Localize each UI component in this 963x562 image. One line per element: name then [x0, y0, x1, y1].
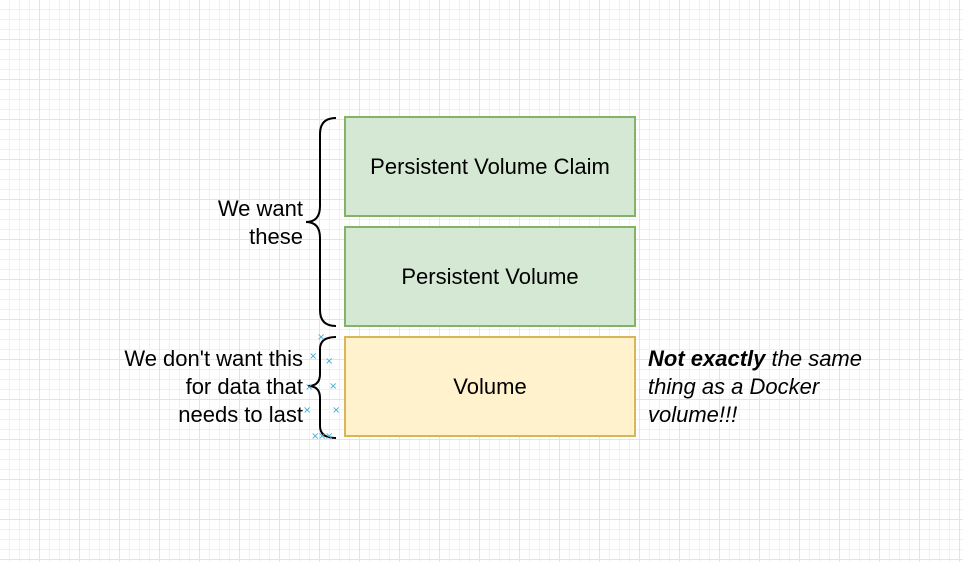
volume-label: Volume	[453, 373, 527, 399]
volume-box[interactable]: Volume	[344, 336, 636, 437]
persistent-volume-claim-label: Persistent Volume Claim	[370, 153, 610, 179]
dont-line-1: We don't want this	[124, 346, 303, 371]
persistent-volume-box[interactable]: Persistent Volume	[344, 226, 636, 327]
selection-handle-icon[interactable]: ×	[305, 382, 314, 393]
docker-volume-note: Not exactly the same thing as a Docker v…	[648, 345, 948, 429]
persistent-volume-label: Persistent Volume	[401, 263, 579, 289]
dont-want-label: We don't want this for data that needs t…	[60, 345, 303, 429]
selection-handle-icon[interactable]: ×	[311, 431, 320, 442]
selection-handle-icon[interactable]: ×	[318, 431, 327, 442]
note-line-1-rest: the same	[765, 346, 863, 371]
dont-line-3: needs to last	[178, 402, 303, 427]
want-brace[interactable]	[300, 112, 340, 332]
selection-handle-icon[interactable]: ×	[309, 351, 318, 362]
persistent-volume-claim-box[interactable]: Persistent Volume Claim	[344, 116, 636, 217]
want-line-1: We want	[217, 196, 303, 221]
selection-handle-icon[interactable]: ×	[325, 356, 334, 367]
selection-handle-icon[interactable]: ×	[329, 381, 338, 392]
note-line-3: volume!!!	[648, 402, 738, 427]
want-these-label: We want these	[150, 195, 303, 251]
note-line-1: Not exactly the same	[648, 345, 948, 373]
selection-handle-icon[interactable]: ×	[325, 431, 334, 442]
note-line-2: thing as a Docker	[648, 374, 820, 399]
selection-handle-icon[interactable]: ×	[303, 405, 312, 416]
dont-line-2: for data that	[185, 374, 303, 399]
dont-want-brace[interactable]	[300, 334, 340, 442]
want-line-2: these	[249, 224, 303, 249]
selection-handle-icon[interactable]: ×	[332, 405, 341, 416]
note-bold: Not exactly	[648, 346, 766, 371]
selection-handle-icon[interactable]: ×	[317, 332, 326, 343]
